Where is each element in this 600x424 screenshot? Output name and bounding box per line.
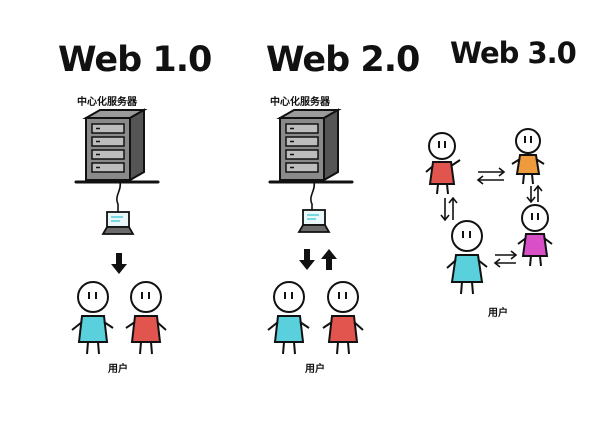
web3-arrow-top (476, 167, 506, 185)
web2-cable (310, 181, 316, 210)
web2-up-arrow (321, 249, 337, 270)
web3-arrow-bottom (493, 250, 518, 268)
web1-cable (116, 181, 122, 212)
web1-user-red (125, 281, 167, 355)
web2-down-arrow (299, 249, 315, 270)
web3-user-orange (511, 128, 545, 185)
web1-users-label: 用户 (108, 364, 128, 375)
web2-user-cyan (267, 281, 310, 355)
web3-user-cyan (446, 220, 488, 295)
web1-user-cyan (71, 281, 114, 355)
web3-users-label: 用户 (488, 308, 508, 319)
web1-server-label: 中心化服务器 (77, 97, 137, 108)
web3-title: Web 3.0 (450, 36, 577, 70)
web2-server-label: 中心化服务器 (270, 97, 330, 108)
web3-arrow-right (526, 184, 543, 204)
web1-server-icon (74, 108, 160, 184)
web1-title: Web 1.0 (58, 40, 212, 80)
web3-user-red (425, 132, 461, 195)
web2-user-red (322, 281, 364, 355)
web1-down-arrow (111, 253, 127, 274)
web2-laptop-icon (298, 209, 330, 233)
web3-arrow-left (440, 196, 458, 222)
web1-laptop-icon (102, 211, 134, 235)
web2-users-label: 用户 (305, 364, 325, 375)
web2-server-icon (268, 108, 354, 184)
web3-user-magenta (517, 204, 553, 267)
web2-title: Web 2.0 (266, 40, 420, 80)
